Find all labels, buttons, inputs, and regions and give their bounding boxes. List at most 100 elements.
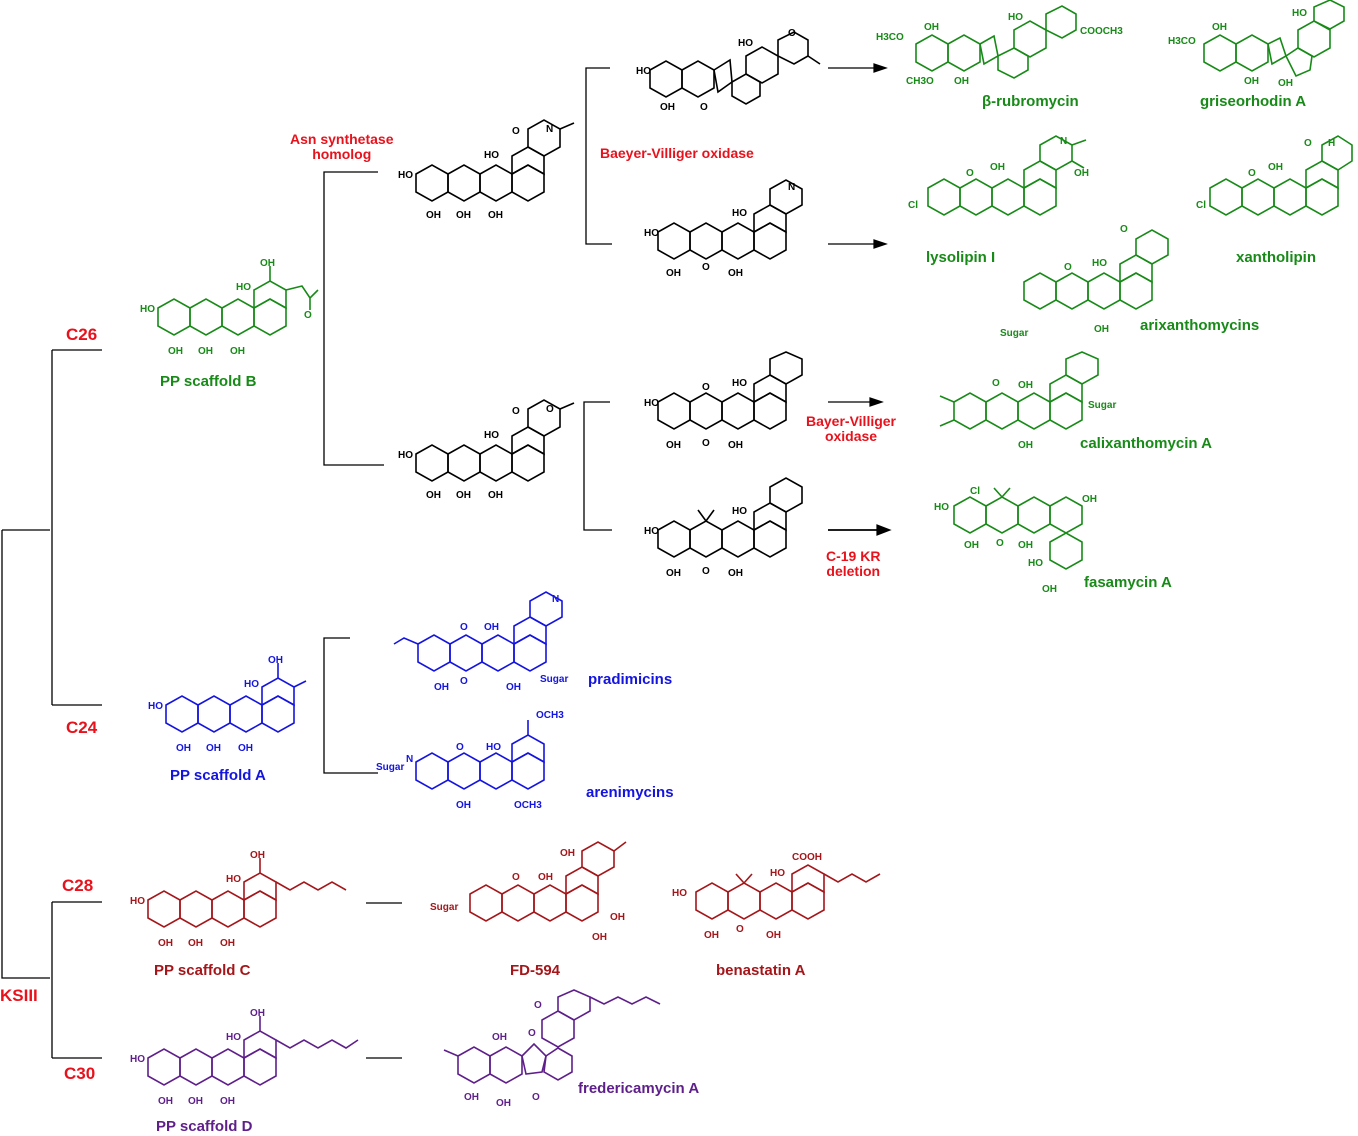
svg-text:OH: OH [158,938,173,949]
molecule-lysolipin-i: Cl O OH N OH [908,135,1098,246]
label-fd-594: FD-594 [510,962,561,979]
label-pp-scaffold-d: PP scaffold D [156,1118,253,1135]
svg-text:OH: OH [426,210,441,221]
svg-text:OH: OH [592,932,607,943]
svg-text:HO: HO [226,1032,241,1043]
svg-text:HO: HO [770,868,785,879]
label-pradimicins: pradimicins [588,671,673,688]
svg-text:OH: OH [1018,380,1033,391]
svg-text:OH: OH [1018,540,1033,551]
svg-text:OH: OH [188,938,203,949]
svg-text:OH: OH [230,346,245,357]
label-arixanthomycins: arixanthomycins [1140,317,1260,334]
svg-text:O: O [702,382,710,393]
svg-text:OH: OH [496,1098,511,1109]
svg-text:OH: OH [220,938,235,949]
label-bv-line1: Bayer-Villiger [806,413,897,429]
molecule-intermediate-quinone-lactone: HO OH O O OH HO [644,351,834,457]
svg-text:OH: OH [220,1096,235,1107]
svg-text:OH: OH [168,346,183,357]
svg-text:O: O [512,872,520,883]
label-pp-scaffold-b: PP scaffold B [160,373,257,390]
svg-text:H: H [1328,138,1335,149]
label-c19-kr-deletion: C-19 KR deletion [826,548,880,580]
label-lysolipin-i: lysolipin I [926,249,996,266]
svg-text:OH: OH [990,162,1005,173]
molecule-intermediate-spiroketal: HO OH O HO O [636,28,826,115]
svg-text:HO: HO [732,506,747,517]
svg-text:O: O [736,924,744,935]
svg-text:O: O [456,742,464,753]
svg-text:O: O [992,378,1000,389]
svg-text:Sugar: Sugar [540,674,568,685]
svg-text:O: O [528,1028,536,1039]
svg-text:OH: OH [660,102,675,113]
svg-text:OH: OH [456,210,471,221]
svg-text:OH: OH [492,1032,507,1043]
svg-text:OH: OH [434,682,449,693]
svg-text:Sugar: Sugar [1000,328,1028,339]
svg-text:OH: OH [250,850,265,861]
svg-text:O: O [512,406,520,417]
label-bayer-villiger-lower: Bayer-Villiger oxidase [806,413,897,445]
svg-text:HO: HO [644,526,659,537]
label-asn-line1: Asn synthetase [290,131,394,147]
bracket-scaffold-b [323,171,384,466]
svg-text:OH: OH [238,743,253,754]
svg-text:HO: HO [236,282,251,293]
svg-text:OH: OH [176,743,191,754]
svg-text:HO: HO [398,170,413,181]
svg-text:HO: HO [732,208,747,219]
svg-text:OH: OH [538,872,553,883]
svg-text:N: N [788,182,795,193]
svg-text:HO: HO [130,1054,145,1065]
svg-text:O: O [702,262,710,273]
svg-text:OH: OH [728,268,743,279]
molecule-pradimicins: O OH OH O OH N Sugar [393,590,584,702]
svg-text:HO: HO [1008,12,1023,23]
svg-text:OH: OH [188,1096,203,1107]
label-bv-line2: oxidase [824,428,878,445]
molecule-intermediate-gem-dimethyl: HO OH O OH HO [644,477,834,583]
svg-text:OH: OH [506,682,521,693]
label-c30: C30 [64,1064,96,1083]
svg-text:Cl: Cl [1196,200,1206,211]
bracket-scaffold-a [323,637,378,774]
molecule-pp-scaffold-d: HO OH OH OH HO OH [130,1008,360,1118]
svg-text:O: O [700,102,708,113]
svg-text:HO: HO [672,888,687,899]
bracket-lower [583,401,612,531]
svg-text:O: O [304,310,312,321]
molecule-pp-scaffold-c: HO OH OH OH HO OH [130,850,360,960]
svg-text:OH: OH [964,540,979,551]
svg-text:OH: OH [426,490,441,501]
svg-text:OH: OH [1268,162,1283,173]
label-asn-synthetase: Asn synthetase homolog [290,131,394,163]
molecule-intermediate-xanthone-lactam: HO OH O OH HO N [644,179,834,285]
svg-text:Sugar: Sugar [1088,400,1116,411]
svg-text:N: N [546,124,553,135]
svg-text:OH: OH [456,800,471,811]
svg-text:O: O [1304,138,1312,149]
svg-text:OH: OH [954,76,969,87]
tree-c28-c30 [51,901,102,1059]
svg-text:HO: HO [644,398,659,409]
molecule-arixanthomycins: Sugar O HO OH O [1000,222,1180,340]
label-c28: C28 [62,876,94,895]
svg-text:O: O [1120,224,1128,235]
svg-text:O: O [702,438,710,449]
label-baeyer-villiger-top: Baeyer-Villiger oxidase [600,145,754,161]
svg-text:OH: OH [206,743,221,754]
svg-text:OH: OH [260,258,275,269]
svg-text:HO: HO [484,150,499,161]
molecule-beta-rubromycin: H3CO CH3O OH OH HO COOCH3 [876,4,1146,94]
svg-text:O: O [1064,262,1072,273]
svg-text:OH: OH [666,568,681,579]
svg-text:OH: OH [766,930,781,941]
molecule-fasamycin-a: Cl HO OH O OH OH HO OH [934,484,1097,599]
svg-text:O: O [512,126,520,137]
svg-text:HO: HO [636,66,651,77]
svg-text:OH: OH [456,490,471,501]
svg-text:OH: OH [560,848,575,859]
